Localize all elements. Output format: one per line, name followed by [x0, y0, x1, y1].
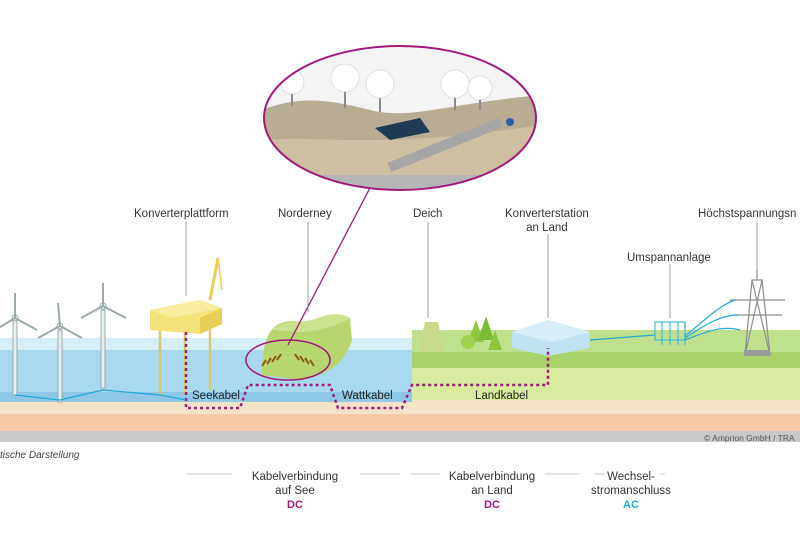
section-sea-type: DC	[287, 499, 303, 511]
sea-floor-strip	[0, 392, 412, 402]
label-norderney: Norderney	[278, 208, 332, 220]
section-ac-line1: Wechsel-	[607, 471, 655, 483]
label-mudflat-cable: Wattkabel	[342, 390, 393, 402]
section-sea-line2: auf See	[275, 485, 315, 497]
label-converter-station-line2: an Land	[526, 222, 568, 234]
copyright-notice: © Amprion GmbH / TRA	[704, 433, 795, 443]
dike	[418, 322, 444, 352]
trees	[461, 316, 502, 350]
label-converter-station: Konverterstation an Land	[505, 207, 589, 235]
section-land-connection: Kabelverbindung an Land DC	[437, 470, 547, 512]
ground-layer-beige	[0, 400, 800, 414]
wind-turbine-icon	[37, 302, 83, 403]
label-converter-station-line1: Konverterstation	[505, 208, 589, 220]
substation	[654, 321, 686, 345]
section-land-line1: Kabelverbindung	[448, 471, 536, 483]
norderney-top	[272, 314, 350, 332]
section-ac-type: AC	[623, 499, 639, 511]
label-sea-cable: Seekabel	[192, 390, 240, 402]
ground-layer-orange	[0, 414, 800, 431]
section-ac-connection: Wechsel- stromanschluss AC	[576, 470, 686, 512]
label-substation: Umspannanlage	[627, 252, 711, 264]
tower-base	[744, 350, 770, 356]
inter-array-cable	[14, 389, 187, 401]
magnifier-inset	[264, 46, 536, 190]
sea-body	[0, 350, 412, 400]
label-leaders	[185, 222, 758, 318]
cable-hatching	[261, 353, 315, 367]
converter-platform	[150, 257, 223, 395]
zoom-pointer-line	[287, 183, 373, 346]
ac-cable	[589, 299, 741, 341]
converter-station	[512, 320, 590, 356]
cable-highlight-ellipse	[245, 339, 331, 381]
wind-turbines	[0, 283, 127, 403]
land-surface	[412, 330, 800, 352]
section-ac-line2: stromanschluss	[591, 485, 671, 497]
section-land-type: DC	[484, 499, 500, 511]
wind-turbine-icon	[80, 283, 127, 389]
ground-layer-grey	[0, 431, 800, 442]
wind-turbine-icon	[0, 293, 38, 396]
transmission-tower	[730, 270, 785, 356]
label-converter-platform: Konverterplattform	[134, 208, 229, 220]
section-land-line2: an Land	[471, 485, 513, 497]
label-dike: Deich	[413, 208, 443, 220]
dc-cable-route	[184, 332, 550, 410]
diagram-caption: tische Darstellung	[0, 450, 80, 461]
section-sea-line1: Kabelverbindung	[251, 471, 339, 483]
section-sea-connection: Kabelverbindung auf See DC	[240, 470, 350, 512]
magnifier-ring	[263, 45, 537, 191]
label-extra-high-voltage: Höchstspannungsn	[698, 208, 797, 220]
land-front	[412, 352, 800, 368]
label-land-cable: Landkabel	[475, 390, 529, 402]
